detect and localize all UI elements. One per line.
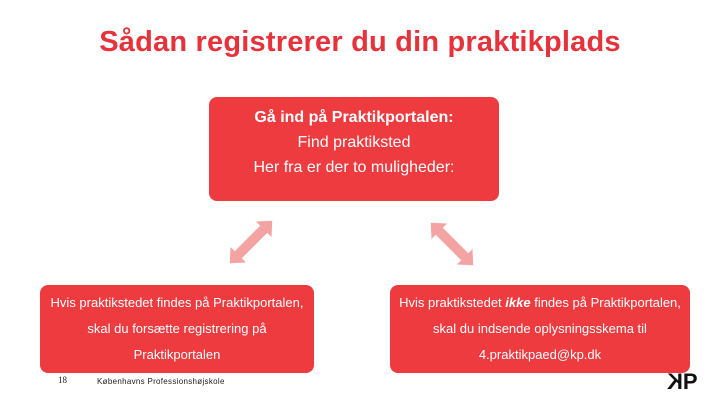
right-box-line-1: Hvis praktikstedet ikke findes på Prakti… xyxy=(390,290,690,316)
right-box-email: 4.praktikpaed@kp.dk xyxy=(478,347,602,362)
left-double-arrow-icon xyxy=(229,220,273,264)
footer-organization: Københavns Professionshøjskole xyxy=(97,377,225,386)
top-instruction-box: Gå ind på Praktikportalen: Find praktiks… xyxy=(209,97,499,201)
left-box-line-3: Praktikportalen xyxy=(133,347,221,362)
kp-logo: KP xyxy=(668,369,698,394)
right-box-emphasis: ikke xyxy=(505,295,531,310)
right-double-arrow-icon xyxy=(430,222,474,266)
left-box-line-2: skal du forsætte registrering på xyxy=(87,321,267,336)
right-box-line-2: skal du indsende oplysningsskema til xyxy=(433,321,647,336)
page-number: 18 xyxy=(58,375,67,385)
left-option-box: Hvis praktikstedet findes på Praktikport… xyxy=(40,285,314,373)
top-box-line-1: Gå ind på Praktikportalen: xyxy=(254,109,454,126)
right-box-line-1-post: findes på Praktikportalen, xyxy=(530,295,681,310)
top-box-line-3: Her fra er der to muligheder: xyxy=(253,159,455,176)
left-box-line-1: Hvis praktikstedet findes på Praktikport… xyxy=(50,295,304,310)
top-box-line-2: Find praktiksted xyxy=(297,134,411,151)
slide-title: Sådan registrerer du din praktikplads xyxy=(99,26,621,58)
right-option-box: Hvis praktikstedet ikke findes på Prakti… xyxy=(390,285,690,373)
right-box-line-1-pre: Hvis praktikstedet xyxy=(399,295,506,310)
